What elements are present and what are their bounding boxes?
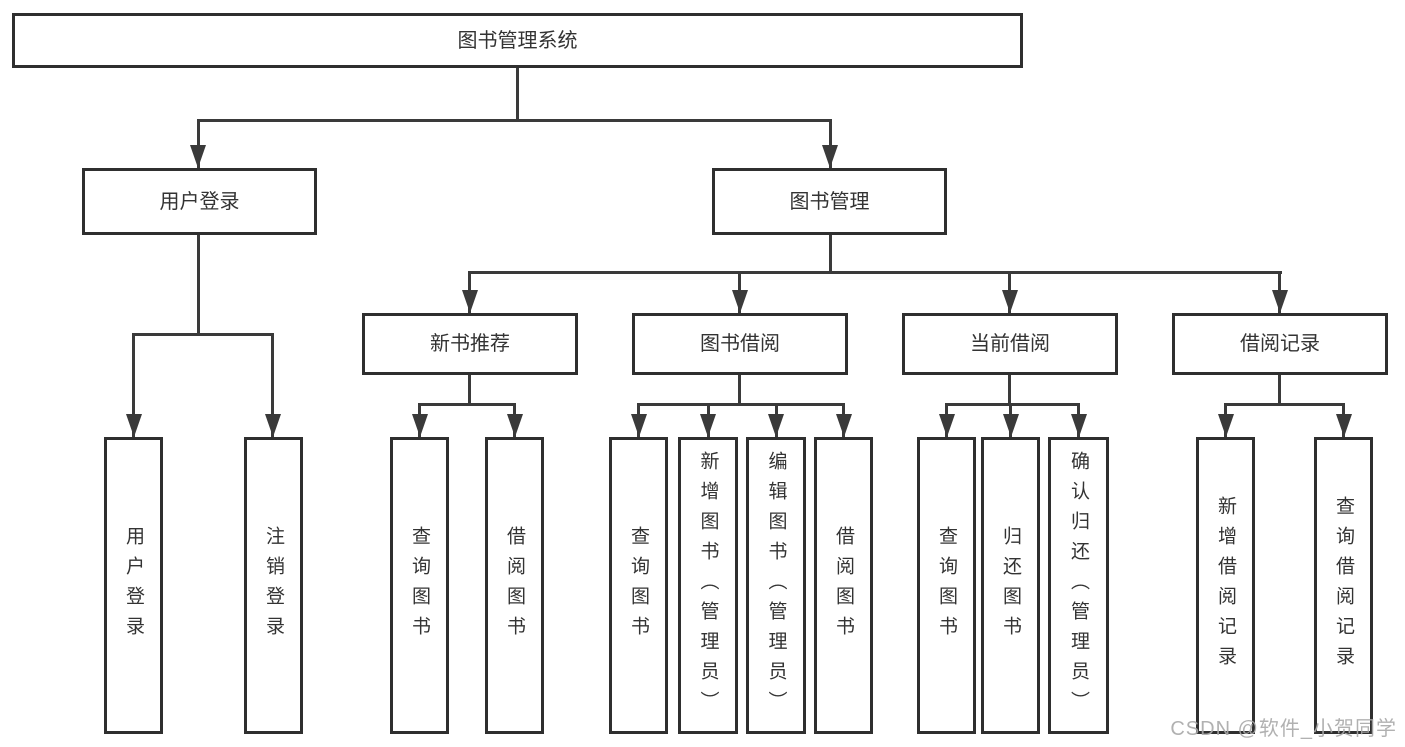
leaf-logout: 注销登录 (244, 437, 303, 734)
connector-crossbar (1224, 403, 1345, 406)
arrow-down-icon (190, 145, 206, 168)
node-borrow-records-label: 借阅记录 (1240, 333, 1320, 355)
node-root-system: 图书管理系统 (12, 13, 1023, 68)
node-new-book-recommend: 新书推荐 (362, 313, 578, 375)
node-book-management: 图书管理 (712, 168, 947, 235)
node-current-borrow-label: 当前借阅 (970, 333, 1050, 355)
connector-to-login-leaf (132, 333, 135, 437)
leaf-return-books: 归还图书 (981, 437, 1040, 734)
connector-user-login-crossbar (132, 333, 274, 336)
arrow-down-icon (1071, 414, 1087, 437)
csdn-watermark: CSDN @软件_小贺同学 (1170, 718, 1397, 740)
connector-stem (1278, 375, 1281, 406)
connector-user-login-stem (197, 235, 200, 336)
connector-to-logout-leaf (271, 333, 274, 437)
leaf-query-borrow-record: 查询借阅记录 (1314, 437, 1373, 734)
leaf-user-login: 用户登录 (104, 437, 163, 734)
arrow-down-icon (700, 414, 716, 437)
arrow-down-icon (265, 414, 281, 437)
arrow-down-icon (126, 414, 142, 437)
node-user-login-label: 用户登录 (159, 190, 240, 213)
arrow-down-icon (631, 414, 647, 437)
leaf-edit-book-admin: 编辑图书（管理员） (746, 437, 806, 734)
arrow-down-icon (1002, 290, 1018, 313)
connector-crossbar (945, 403, 1080, 406)
node-current-borrow: 当前借阅 (902, 313, 1118, 375)
connector-stem (1008, 375, 1011, 406)
arrow-down-icon (836, 414, 852, 437)
arrow-down-icon (768, 414, 784, 437)
leaf-add-book-admin: 新增图书（管理员） (678, 437, 738, 734)
leaf-add-borrow-record: 新增借阅记录 (1196, 437, 1255, 734)
leaf-borrow-books: 借阅图书 (814, 437, 873, 734)
connector-crossbar (637, 403, 845, 406)
leaf-query-books-borrow: 查询图书 (609, 437, 668, 734)
arrow-down-icon (1272, 290, 1288, 313)
node-user-login: 用户登录 (82, 168, 317, 235)
node-book-management-label: 图书管理 (789, 190, 870, 213)
leaf-borrow-books-recommend: 借阅图书 (485, 437, 544, 734)
connector-root-stem (516, 68, 519, 122)
arrow-down-icon (412, 414, 428, 437)
node-new-book-recommend-label: 新书推荐 (430, 333, 510, 355)
arrow-down-icon (939, 414, 955, 437)
arrow-down-icon (1336, 414, 1352, 437)
arrow-down-icon (822, 145, 838, 168)
arrow-down-icon (462, 290, 478, 313)
connector-to-book-mgmt (829, 119, 832, 168)
connector-root-crossbar (197, 119, 832, 122)
arrow-down-icon (732, 290, 748, 313)
node-root-label: 图书管理系统 (457, 29, 578, 52)
connector-stem (738, 375, 741, 406)
arrow-down-icon (1003, 414, 1019, 437)
node-book-borrow-label: 图书借阅 (700, 333, 780, 355)
connector-stem (468, 375, 471, 406)
leaf-query-books-recommend: 查询图书 (390, 437, 449, 734)
connector-book-mgmt-stem (829, 235, 832, 274)
node-book-borrow: 图书借阅 (632, 313, 848, 375)
arrow-down-icon (507, 414, 523, 437)
connector-book-mgmt-crossbar (469, 271, 1282, 274)
connector-to-user-login (197, 119, 200, 168)
connector-crossbar (418, 403, 516, 406)
node-borrow-records: 借阅记录 (1172, 313, 1388, 375)
leaf-query-books-current: 查询图书 (917, 437, 976, 734)
arrow-down-icon (1218, 414, 1234, 437)
leaf-confirm-return-admin: 确认归还（管理员） (1048, 437, 1109, 734)
